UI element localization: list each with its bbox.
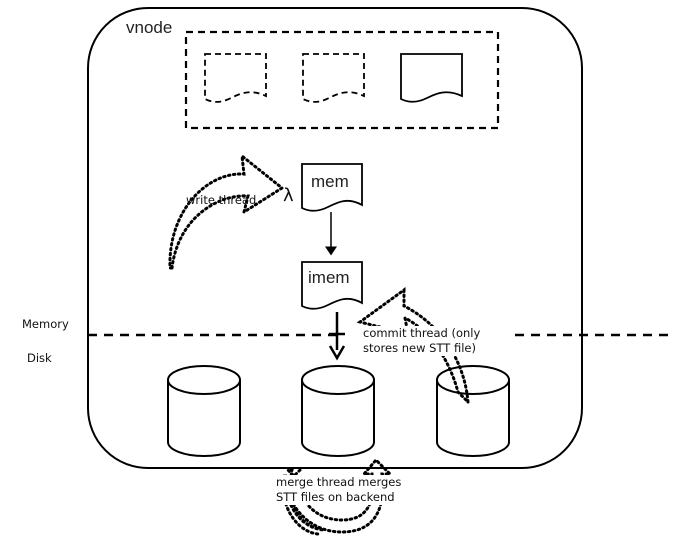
dashed-document-1 [204,53,267,103]
mem-document [301,163,363,212]
vnode-container [87,7,583,469]
disk-label: Disk [27,351,52,365]
mem-label: mem [311,172,349,191]
write-thread-label: write thread [186,193,257,207]
stt-file-cylinder-2 [301,365,375,457]
imem-document [301,261,363,310]
dashed-document-2 [302,53,365,103]
merge-thread-label-line1: merge thread merges [274,475,404,490]
lambda-symbol: λ [283,185,294,206]
commit-thread-arrow [356,287,470,406]
stt-file-cylinder-3 [436,365,510,457]
vnode-label: vnode [126,18,173,37]
commit-thread-label-line1: commit thread (only [361,326,483,341]
memory-label: Memory [22,317,69,331]
imem-label: imem [308,268,350,287]
write-thread-arrow [168,152,285,270]
commit-thread-label-line2: stores new STT file) [361,341,478,356]
memtable-group-box [184,30,500,130]
merge-thread-label-line2: STT files on backend [274,490,397,505]
stt-file-cylinder-1 [167,365,241,457]
solid-document [400,53,463,103]
